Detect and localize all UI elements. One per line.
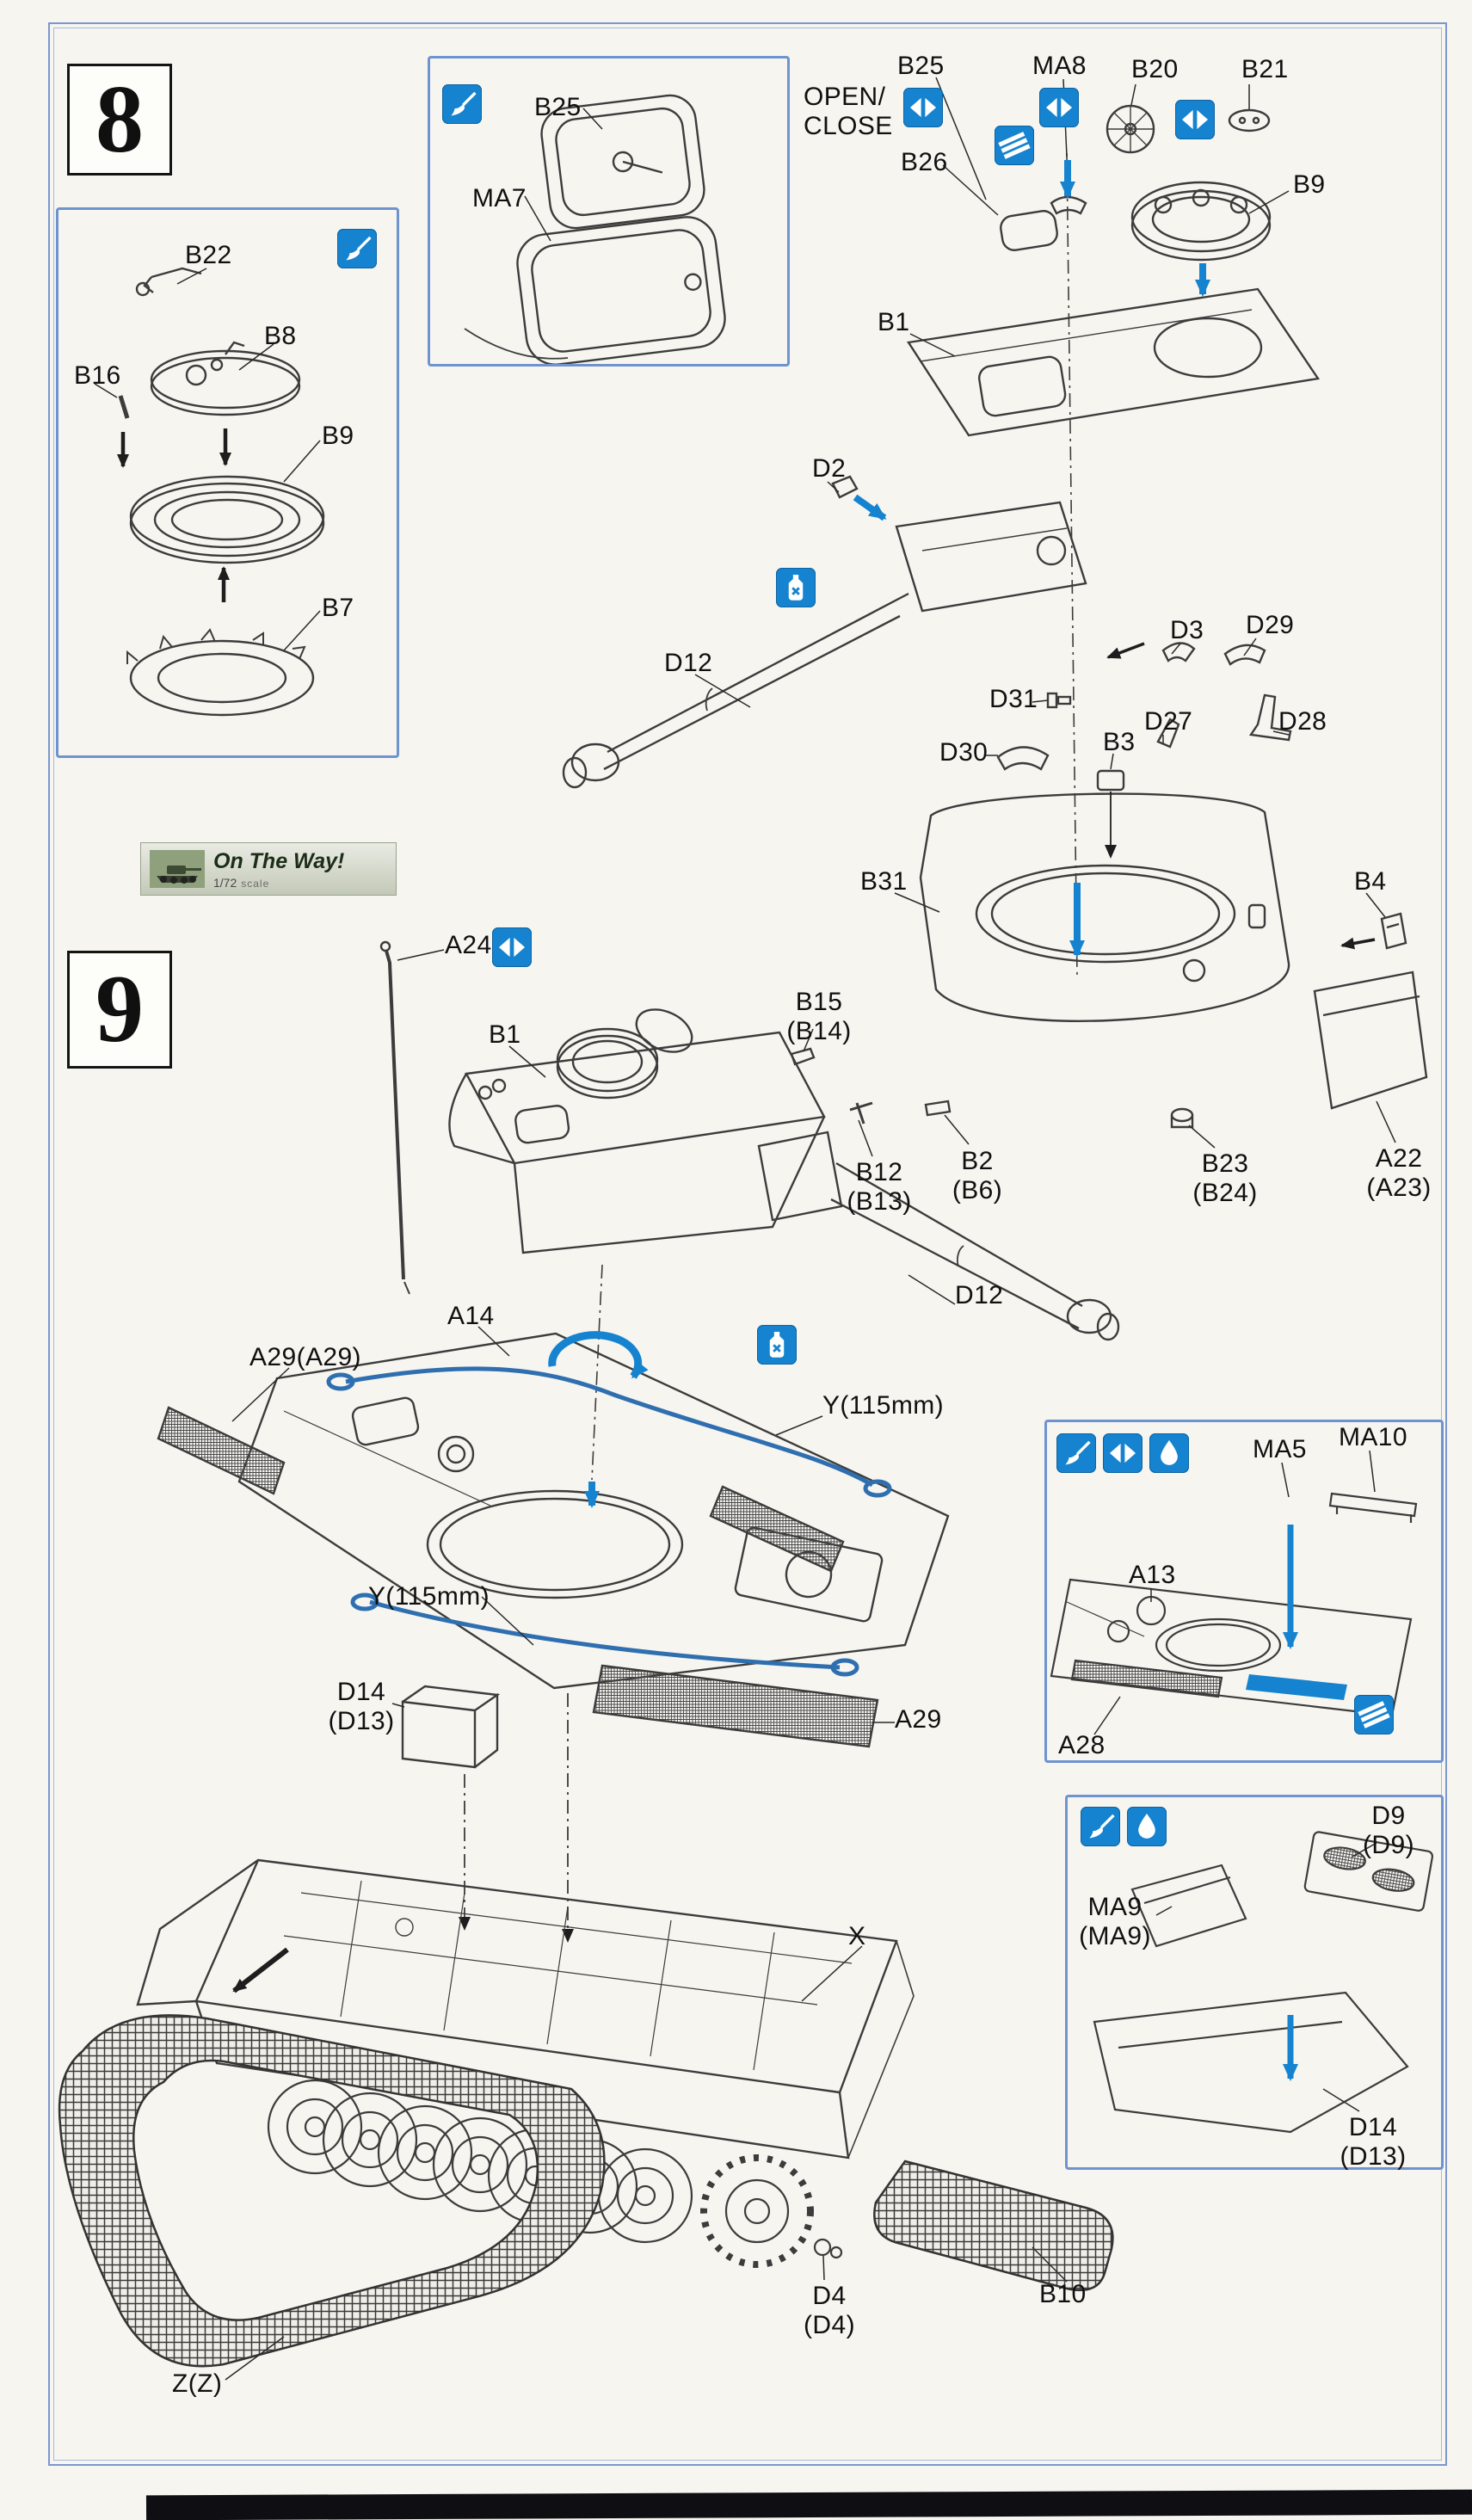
part-label-d28: D28	[1278, 707, 1327, 736]
leader-lines	[94, 77, 1396, 2381]
part-label-d2: D2	[812, 454, 847, 483]
part-label-b26: B26	[901, 148, 948, 176]
part-label-b21: B21	[1241, 55, 1289, 83]
open-close-icon	[903, 88, 943, 127]
banner-tank-photo	[150, 850, 205, 888]
part-label-b1-step9: B1	[489, 1020, 521, 1049]
turret-assembled-drawing	[448, 1008, 1120, 1481]
part-label-y-cable-left: Y(115mm)	[368, 1582, 490, 1611]
part-label-b23-b24: B23(B24)	[1192, 1149, 1258, 1207]
part-label-x: X	[848, 1922, 866, 1950]
part-label-b3: B3	[1103, 728, 1136, 756]
part-label-d9: D9(D9)	[1363, 1802, 1414, 1859]
cement-bottle-icon	[776, 568, 816, 607]
part-label-d12-step8: D12	[664, 649, 713, 677]
part-label-a13: A13	[1129, 1561, 1176, 1589]
part-label-b10: B10	[1039, 2280, 1087, 2308]
part-label-b7: B7	[322, 594, 354, 622]
part-label-d29: D29	[1246, 611, 1295, 639]
part-label-a24: A24	[445, 931, 492, 959]
part-label-a22-a23: A22(A23)	[1366, 1144, 1432, 1202]
part-label-b25-inset: B25	[534, 93, 582, 121]
part-label-d3: D3	[1170, 616, 1204, 644]
banner-title: On The Way!	[213, 848, 345, 873]
grille-stripes-icon	[1354, 1695, 1394, 1734]
part-label-b20: B20	[1131, 55, 1179, 83]
page-border-inner	[53, 28, 1442, 2461]
part-label-a14: A14	[447, 1302, 495, 1330]
ma5-inset-drawing	[1050, 1492, 1418, 1717]
part-label-d12-step9: D12	[955, 1281, 1004, 1309]
part-label-d31: D31	[989, 685, 1038, 713]
paint-brush-icon	[1056, 1433, 1096, 1473]
paint-brush-icon	[337, 229, 377, 268]
hatch-detail-drawing	[464, 94, 726, 366]
open-close-icon	[1175, 100, 1215, 139]
grille-stripes-icon	[995, 126, 1034, 165]
part-label-d4: D4(D4)	[804, 2282, 855, 2339]
hull-roof-drawing	[157, 1332, 950, 1748]
open-close-label: OPEN/CLOSE	[804, 83, 893, 140]
gun-mantlet-drawing	[562, 475, 1087, 789]
d9-inset-drawing	[1093, 1831, 1434, 2134]
cement-bottle-icon	[757, 1325, 797, 1365]
open-close-icon	[1103, 1433, 1142, 1473]
part-label-d30: D30	[939, 738, 989, 767]
part-label-z-track: Z(Z)	[172, 2369, 223, 2398]
part-label-a29-left: A29(A29)	[249, 1343, 361, 1371]
part-label-b8: B8	[264, 322, 297, 350]
tow-cables-drawing	[326, 1366, 892, 1677]
paint-brush-icon	[1081, 1807, 1120, 1846]
glue-drop-icon	[1149, 1433, 1189, 1473]
part-label-b9-left: B9	[322, 422, 354, 450]
page-border	[48, 22, 1447, 2466]
part-label-a29-bottom: A29	[895, 1705, 942, 1734]
tracks-drawing	[58, 2014, 1114, 2368]
part-label-b1-step8: B1	[878, 308, 910, 336]
part-label-b31: B31	[860, 867, 908, 896]
antenna-drawing	[379, 940, 410, 1295]
part-label-b9-top: B9	[1293, 170, 1326, 199]
part-label-b15-b14: B15(B14)	[786, 988, 852, 1045]
assembly-arrows-blue	[548, 160, 1298, 2081]
part-label-ma7: MA7	[472, 184, 527, 213]
turret-ring-drawing	[118, 267, 325, 717]
part-label-b2-b6: B2(B6)	[952, 1147, 1003, 1205]
part-label-ma5: MA5	[1253, 1435, 1307, 1463]
step-9-number: 9	[67, 951, 172, 1069]
hatch-detail-inset	[428, 56, 790, 367]
open-close-icon	[492, 927, 532, 967]
turret-shell-drawing	[919, 792, 1428, 1129]
part-label-ma9: MA9(MA9)	[1079, 1893, 1151, 1950]
d9-detail-inset	[1065, 1795, 1444, 2170]
part-label-b4: B4	[1354, 867, 1387, 896]
step-8-number: 8	[67, 64, 172, 176]
assembly-arrows-black	[117, 428, 1376, 1993]
part-label-b22: B22	[185, 241, 232, 269]
part-label-b25: B25	[897, 52, 945, 80]
paint-brush-icon	[442, 84, 482, 124]
part-label-a28: A28	[1058, 1731, 1106, 1759]
turret-roof-drawing	[906, 104, 1321, 977]
part-label-y-cable-right: Y(115mm)	[822, 1391, 944, 1420]
part-label-b12-b13: B12(B13)	[847, 1158, 912, 1216]
open-close-icon	[1039, 88, 1079, 127]
stowage-box-drawing	[401, 1685, 574, 1943]
ma5-detail-inset	[1044, 1420, 1444, 1763]
glue-drop-icon	[1127, 1807, 1167, 1846]
turret-ring-inset	[56, 207, 399, 758]
part-label-d27: D27	[1144, 707, 1193, 736]
part-label-ma8: MA8	[1032, 52, 1087, 80]
part-label-d14-mid: D14(D13)	[328, 1678, 395, 1735]
part-label-ma10: MA10	[1339, 1423, 1407, 1451]
part-label-b16: B16	[74, 361, 121, 390]
part-label-d14-inset: D14(D13)	[1340, 2113, 1407, 2171]
